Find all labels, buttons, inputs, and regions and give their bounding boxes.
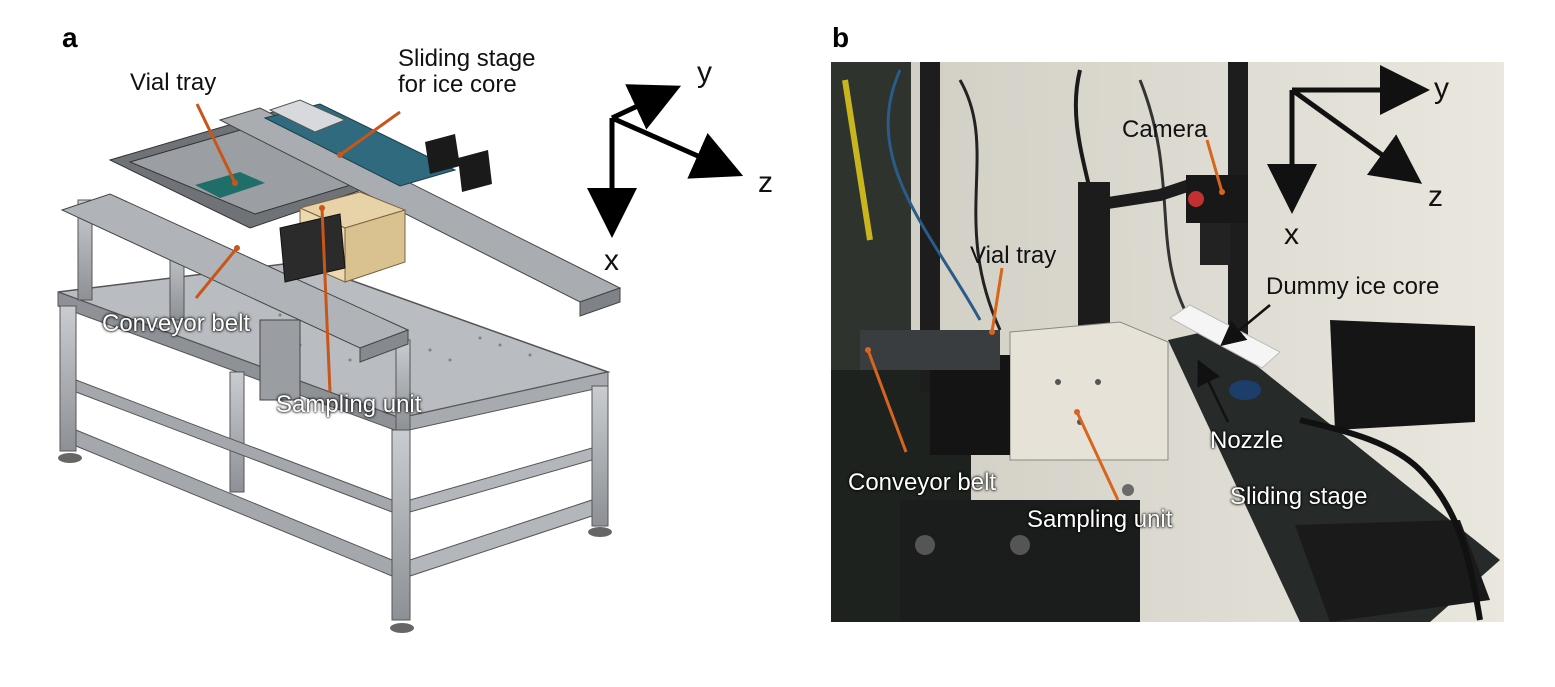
panel-b-photo	[831, 62, 1504, 622]
panel-a-leaders	[194, 103, 401, 393]
axis-y-b: y	[1434, 72, 1449, 105]
label-conveyor-belt-b: Conveyor belt	[848, 469, 997, 496]
label-sampling-unit-b: Sampling unit	[1027, 506, 1173, 533]
panel-a-letter: a	[62, 22, 78, 53]
label-sliding-stage-b: Sliding stage	[1230, 483, 1368, 510]
label-vial-tray-a: Vial tray	[130, 69, 217, 96]
panel-b-axes	[1267, 65, 1430, 214]
axis-z-b: z	[1428, 180, 1443, 213]
label-vial-tray-b: Vial tray	[970, 242, 1057, 269]
label-dummy-ice-core-b: Dummy ice core	[1266, 273, 1440, 300]
panel-b-leaders	[866, 139, 1224, 501]
label-conveyor-belt-a: Conveyor belt	[102, 310, 251, 337]
label-nozzle-b: Nozzle	[1210, 427, 1284, 454]
label-camera-b: Camera	[1122, 116, 1208, 143]
axis-x-a: x	[604, 244, 619, 277]
axis-z-a: z	[758, 166, 773, 199]
panel-b-letter: b	[832, 22, 850, 53]
label-sliding-stage-line2: for ice core	[398, 71, 517, 98]
label-sampling-unit-a: Sampling unit	[276, 391, 422, 418]
label-sliding-stage-line1: Sliding stage	[398, 45, 536, 72]
panel-a-axes	[587, 84, 744, 238]
frame-machine	[57, 99, 622, 633]
axis-x-b: x	[1284, 218, 1299, 251]
axis-y-a: y	[697, 56, 712, 89]
label-sliding-stage-a: Sliding stage for ice core	[398, 46, 535, 98]
